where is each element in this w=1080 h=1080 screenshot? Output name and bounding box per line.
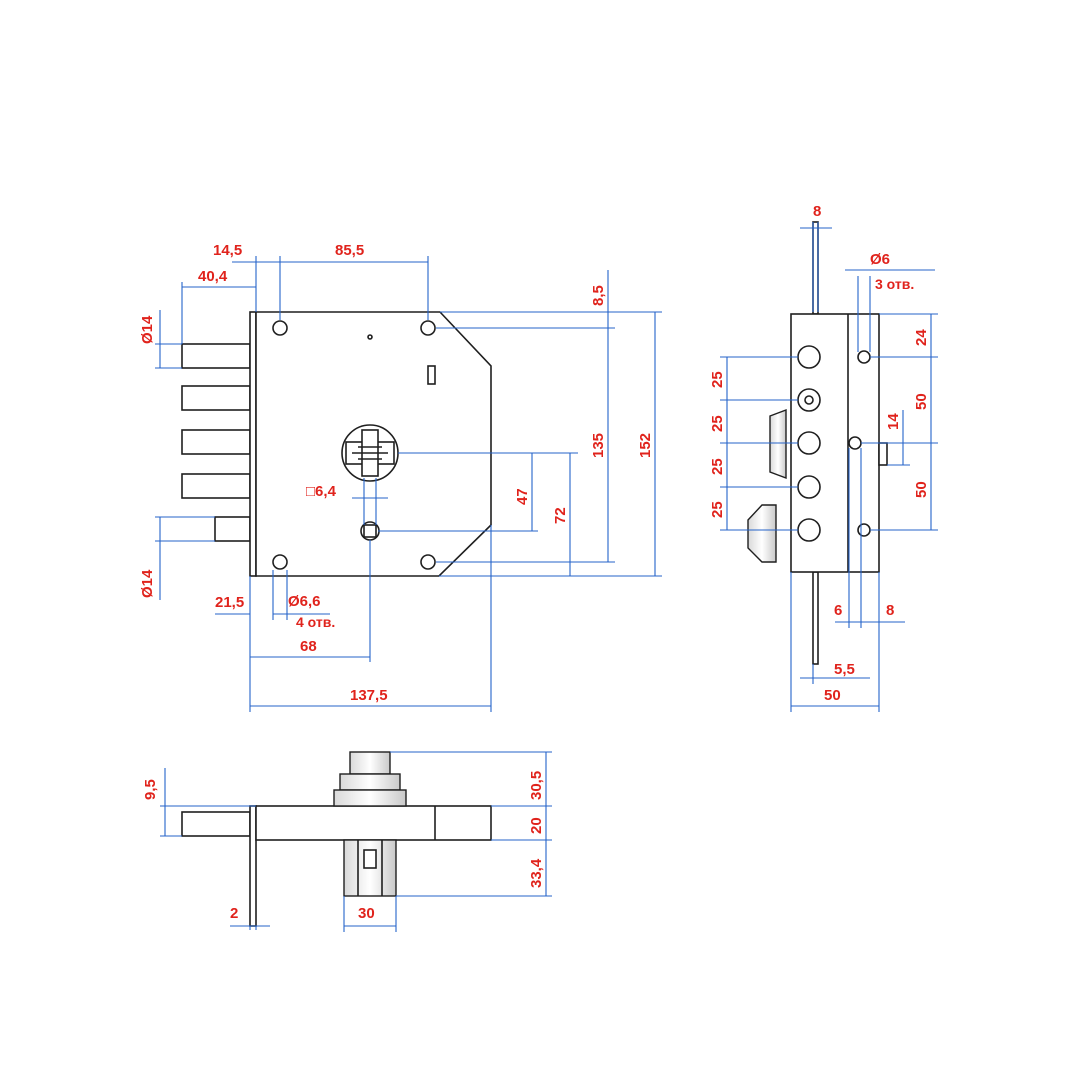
cylinder [341,424,399,482]
dim-135: 135 [590,433,607,458]
bolt-1 [181,343,251,369]
dim-dia14-top: Ø14 [139,315,156,344]
top-dimension-lines [160,751,552,932]
dim-24: 24 [913,329,930,346]
dim-25-d: 25 [709,501,726,518]
top-faceplate-pin [249,805,257,927]
dim-50-width: 50 [824,687,841,704]
mounting-hole-top-left [272,320,288,336]
dim-25-b: 25 [709,415,726,432]
dim-50-a: 50 [913,393,930,410]
bottom-rod [812,571,819,665]
dim-33-4: 33,4 [528,858,545,888]
dim-30: 30 [358,905,375,922]
dim-8-top: 8 [813,203,821,220]
bolt-4 [181,473,251,499]
front-view: 14,5 85,5 40,4 Ø14 Ø14 8,5 135 152 47 72… [139,242,662,712]
dim-85-5: 85,5 [335,242,364,259]
dim-25-c: 25 [709,458,726,475]
front-dimension-lines [155,256,662,712]
side-tab [878,442,888,466]
dim-14: 14 [885,413,902,430]
dim-152: 152 [637,433,654,458]
slot [427,365,436,385]
side-view: 8 Ø6 3 отв. 24 25 25 25 25 50 14 50 6 8 … [709,203,938,712]
dim-137-5: 137,5 [350,687,388,704]
dim-5-5: 5,5 [834,661,855,678]
mounting-hole-bottom-left [272,554,288,570]
latch-bolt [214,516,251,542]
dim-30-5: 30,5 [528,771,545,800]
dim-21-5: 21,5 [215,594,244,611]
dim-8-bottom: 8 [886,602,894,619]
note-4-holes: 4 отв. [296,614,335,630]
dim-50-b: 50 [913,481,930,498]
top-knob [333,751,407,807]
mounting-hole-bottom-right [420,554,436,570]
dim-9-5: 9,5 [142,779,159,800]
top-view: 9,5 30,5 20 33,4 2 30 [142,751,552,932]
dim-square-6-4: □6,4 [306,483,337,500]
top-case [255,805,492,841]
dim-14-5: 14,5 [213,242,242,259]
spindle-square [363,524,377,538]
dim-20: 20 [528,817,545,834]
dim-40-4: 40,4 [198,268,228,285]
dim-72: 72 [552,507,569,524]
note-3-holes: 3 отв. [875,276,914,292]
bolt-2 [181,385,251,411]
bottom-cylinder [343,839,397,897]
small-pin [367,334,373,340]
dim-68: 68 [300,638,317,655]
dim-2: 2 [230,905,238,922]
side-knob [769,408,787,480]
dim-8-5: 8,5 [590,285,607,306]
bolt-3 [181,429,251,455]
side-dimension-lines [720,222,938,712]
top-rod [812,221,819,315]
dim-dia6-6: Ø6,6 [288,593,321,610]
faceplate-edge [249,311,257,577]
dim-dia6: Ø6 [870,251,890,268]
side-knob-lower [747,504,777,563]
dim-47: 47 [514,488,531,505]
dim-6: 6 [834,602,842,619]
mounting-hole-top-right [420,320,436,336]
dim-25-a: 25 [709,371,726,388]
dim-dia14-bottom: Ø14 [139,569,156,598]
top-bolt [181,811,251,837]
